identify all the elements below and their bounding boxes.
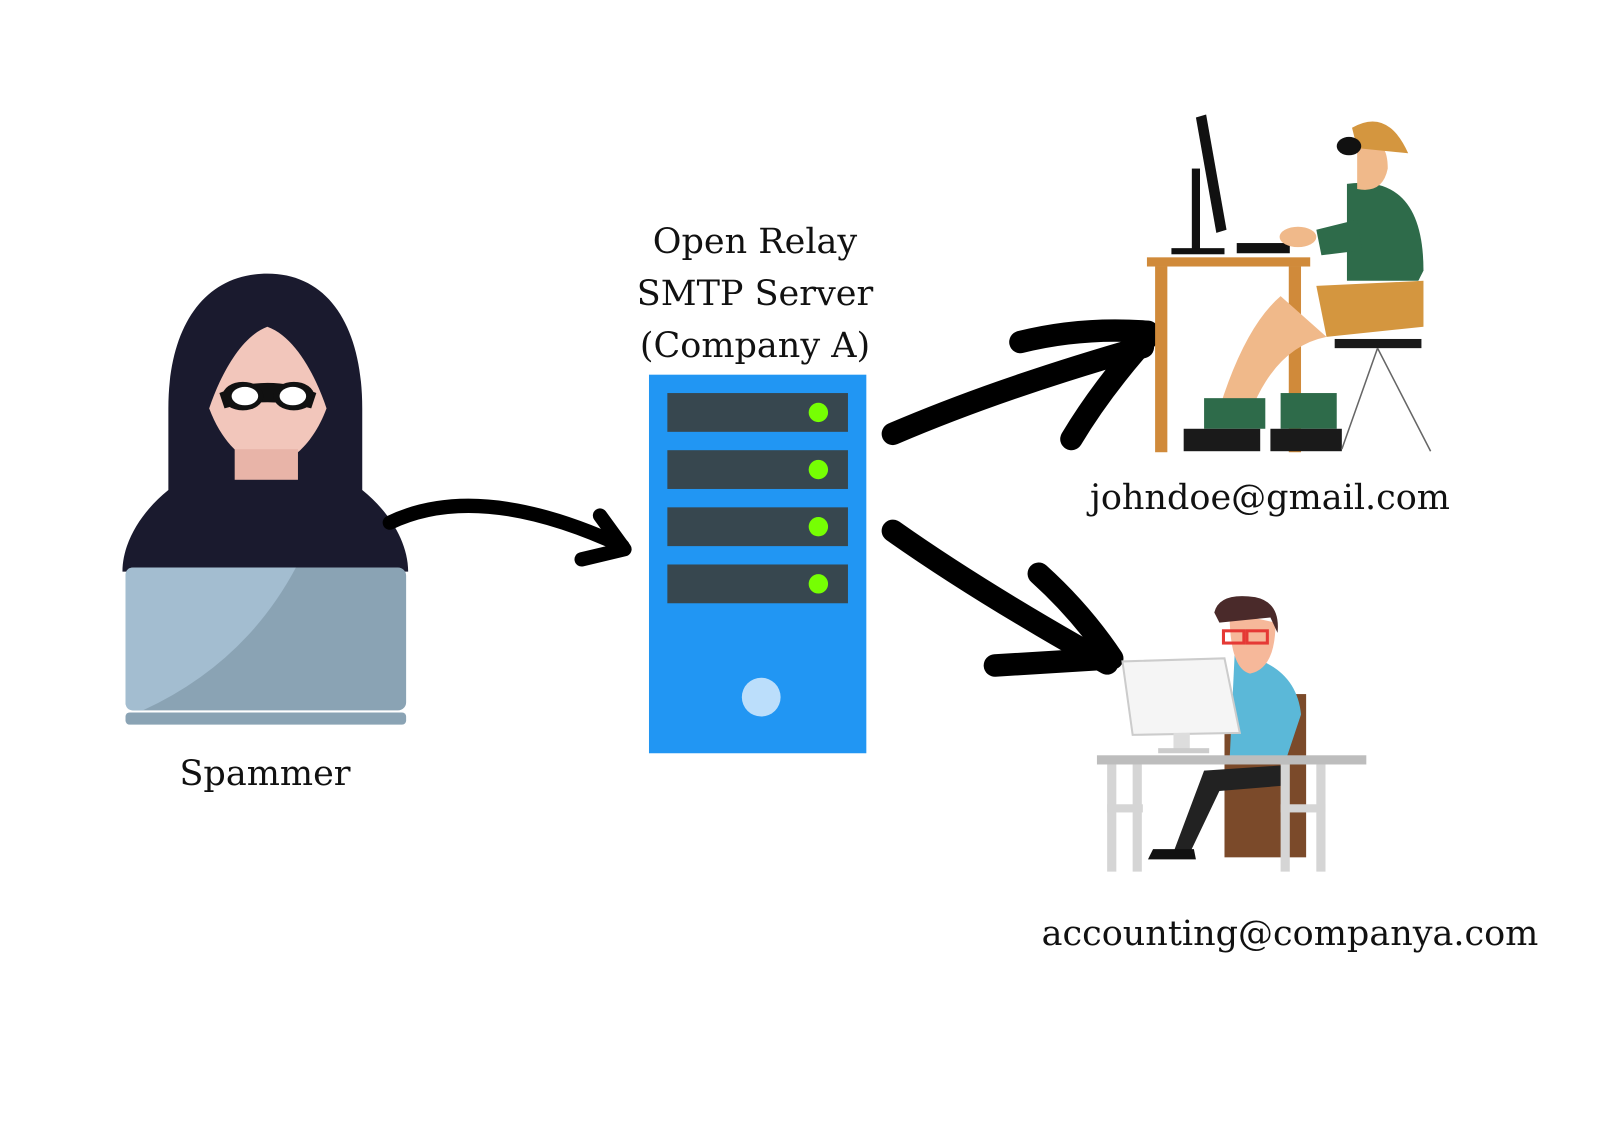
server-label-line1: Open Relay [652, 222, 858, 262]
arrowhead [983, 562, 1124, 677]
arrow-spammer-to-server [382, 498, 630, 554]
arrowhead [574, 508, 632, 567]
spammer-label: Spammer [179, 754, 351, 794]
recipient1-email-label: johndoe@gmail.com [1089, 478, 1451, 518]
power-button-icon [741, 677, 781, 717]
server-tower-icon [648, 374, 867, 754]
arrowhead [1060, 325, 1160, 451]
person-at-computer-icon [1146, 114, 1432, 453]
status-led-icon [808, 517, 829, 537]
person-at-computer-icon [1096, 596, 1367, 872]
arrow-server-to-recipient2 [881, 519, 1119, 675]
server-label-line2: SMTP Server [636, 274, 874, 314]
status-led-icon [808, 574, 829, 594]
status-led-icon [808, 402, 829, 423]
status-led-icon [808, 459, 829, 480]
recipient2-email-label: accounting@companya.com [1041, 914, 1539, 954]
arrow-server-to-recipient1 [881, 319, 1160, 446]
server-label-line3: (Company A) [639, 326, 871, 366]
hooded-hacker-with-laptop-icon [122, 273, 409, 725]
